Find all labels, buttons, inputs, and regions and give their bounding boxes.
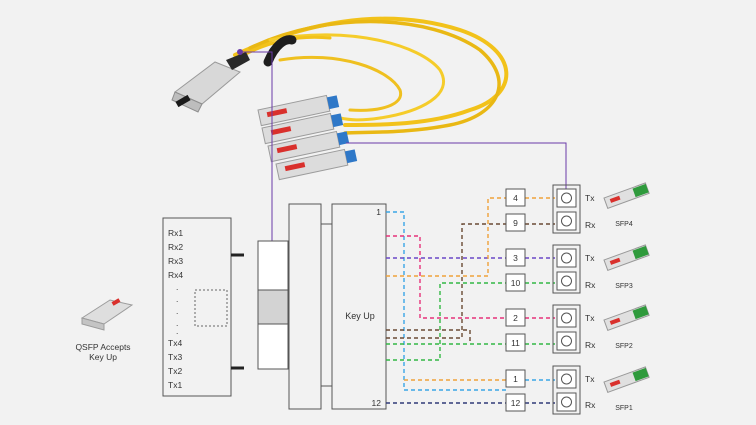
- fiber-route-brown: [386, 223, 506, 339]
- fiber-route-green: [386, 282, 506, 361]
- fiber-route-blue: [386, 211, 506, 391]
- dot: .: [176, 294, 178, 304]
- cable-photo: [171, 16, 509, 181]
- qsfp-product-image: [80, 298, 134, 331]
- sfp-product-images: [603, 182, 650, 393]
- adapter-gap: [320, 223, 333, 387]
- rx-label: Rx: [585, 340, 596, 350]
- tx-rx-labels: Tx Rx Tx Rx Tx Rx Tx Rx: [585, 193, 596, 410]
- channel-dots: . . . . .: [176, 282, 178, 336]
- lc-connector-sfp3: [552, 244, 581, 294]
- tx-label: Tx: [585, 253, 595, 263]
- dot: .: [176, 282, 178, 292]
- key-up-label: Key Up: [345, 311, 375, 321]
- mpo-key: [257, 289, 289, 325]
- port-number: 10: [511, 278, 521, 288]
- dot: .: [176, 318, 178, 328]
- lc-connector-sfp2: [552, 304, 581, 354]
- tx-label: Tx: [585, 193, 595, 203]
- qsfp-pointer-line: [240, 51, 273, 297]
- sfp-label: SFP4: [615, 221, 633, 228]
- port-number: 9: [513, 218, 518, 228]
- tx-labels: Tx4 Tx3 Tx2 Tx1: [168, 338, 182, 390]
- rx-label: Rx: [585, 220, 596, 230]
- dot: .: [176, 306, 178, 316]
- rx-labels: Rx1 Rx2 Rx3 Rx4: [168, 228, 183, 280]
- port-number: 3: [513, 253, 518, 263]
- mpo-ferrule-box: [331, 203, 387, 410]
- fiber-route-orange: [386, 197, 506, 277]
- sfp-labels: SFP4 SFP3 SFP2 SFP1: [615, 221, 633, 412]
- fiber-12-label: 12: [372, 398, 382, 408]
- rx-label: Rx4: [168, 270, 183, 280]
- fiber-1-label: 1: [376, 207, 381, 217]
- tx-label: Tx3: [168, 352, 182, 362]
- dot: .: [176, 326, 178, 336]
- qsfp-caption-line1: QSFP Accepts: [75, 342, 130, 352]
- port-number: 1: [513, 374, 518, 384]
- breakout-sleeve: [263, 35, 297, 67]
- fiber-route-pink: [386, 235, 506, 319]
- qsfp-connector: [171, 52, 250, 113]
- rx-label: Rx: [585, 280, 596, 290]
- sfp-label: SFP3: [615, 283, 633, 290]
- tx-label: Tx2: [168, 366, 182, 376]
- port-number: 4: [513, 193, 518, 203]
- fiber-route-brown-b: [386, 329, 471, 344]
- sfp-pointer-line: [346, 142, 567, 196]
- dotted-region: [194, 289, 228, 327]
- sfp-label: SFP1: [615, 405, 633, 412]
- lc-connector-sfp4: [552, 184, 581, 234]
- sfp-label: SFP2: [615, 343, 633, 350]
- port-number: 12: [511, 398, 521, 408]
- rx-label: Rx2: [168, 242, 183, 252]
- tx-label: Tx1: [168, 380, 182, 390]
- tx-label: Tx: [585, 313, 595, 323]
- rx-label: Rx1: [168, 228, 183, 238]
- mpo-housing: [288, 203, 322, 410]
- qsfp-caption-line2: Key Up: [89, 352, 117, 362]
- sfp-modules-photo: [257, 94, 358, 181]
- qsfp-port-box: [162, 217, 232, 397]
- rx-label: Rx3: [168, 256, 183, 266]
- lc-connector-sfp1: [552, 365, 581, 415]
- port-number-boxes: 4 9 3 10 2 11 1 12: [505, 188, 526, 412]
- port-number: 2: [513, 313, 518, 323]
- rx-label: Rx: [585, 400, 596, 410]
- fiber-routes: [386, 197, 555, 404]
- tx-label: Tx4: [168, 338, 182, 348]
- port-number: 11: [511, 338, 520, 348]
- tx-label: Tx: [585, 374, 595, 384]
